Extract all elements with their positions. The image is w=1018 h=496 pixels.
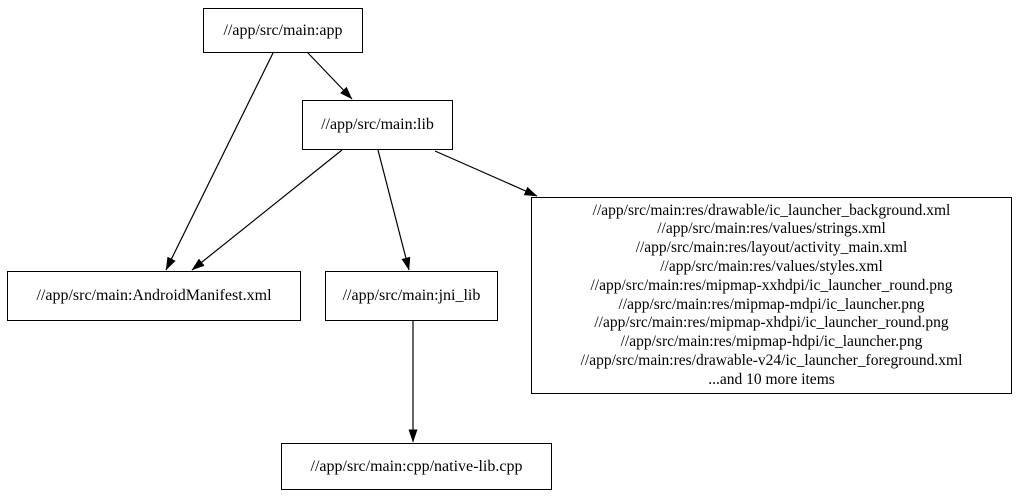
res-group-line: //app/src/main:res/values/strings.xml [657, 220, 886, 238]
edge-lib-to-androidmanifest [191, 149, 343, 271]
node-jni-lib: //app/src/main:jni_lib [325, 271, 498, 321]
node-app: //app/src/main:app [203, 8, 363, 53]
res-group-more-items: ...and 10 more items [708, 370, 835, 388]
node-lib-label: //app/src/main:lib [321, 116, 434, 133]
node-native-lib-cpp: //app/src/main:cpp/native-lib.cpp [281, 443, 552, 490]
node-native-lib-cpp-label: //app/src/main:cpp/native-lib.cpp [310, 457, 523, 475]
res-group-line: //app/src/main:res/mipmap-xxhdpi/ic_laun… [590, 276, 953, 294]
edge-app-to-lib [307, 52, 353, 100]
edge-app-to-androidmanifest [165, 52, 274, 271]
node-app-label: //app/src/main:app [223, 21, 343, 39]
node-android-manifest-label: //app/src/main:AndroidManifest.xml [36, 287, 272, 304]
res-group-line: //app/src/main:res/mipmap-xhdpi/ic_launc… [594, 314, 949, 332]
node-lib: //app/src/main:lib [302, 100, 453, 150]
res-group-line: //app/src/main:res/mipmap-hdpi/ic_launch… [620, 333, 923, 351]
res-group-line: //app/src/main:res/drawable-v24/ic_launc… [580, 351, 963, 369]
res-group-line: //app/src/main:res/values/styles.xml [660, 257, 883, 275]
node-android-manifest: //app/src/main:AndroidManifest.xml [7, 271, 301, 321]
node-jni-lib-label: //app/src/main:jni_lib [342, 287, 481, 304]
res-group-line: //app/src/main:res/drawable/ic_launcher_… [592, 201, 951, 219]
edge-lib-to-jni-lib [377, 149, 411, 271]
edge-lib-to-res-group [434, 150, 538, 197]
res-group-line: //app/src/main:res/layout/activity_main.… [635, 239, 908, 257]
node-res-group: //app/src/main:res/drawable/ic_launcher_… [531, 197, 1012, 394]
res-group-line: //app/src/main:res/mipmap-mdpi/ic_launch… [618, 295, 925, 313]
